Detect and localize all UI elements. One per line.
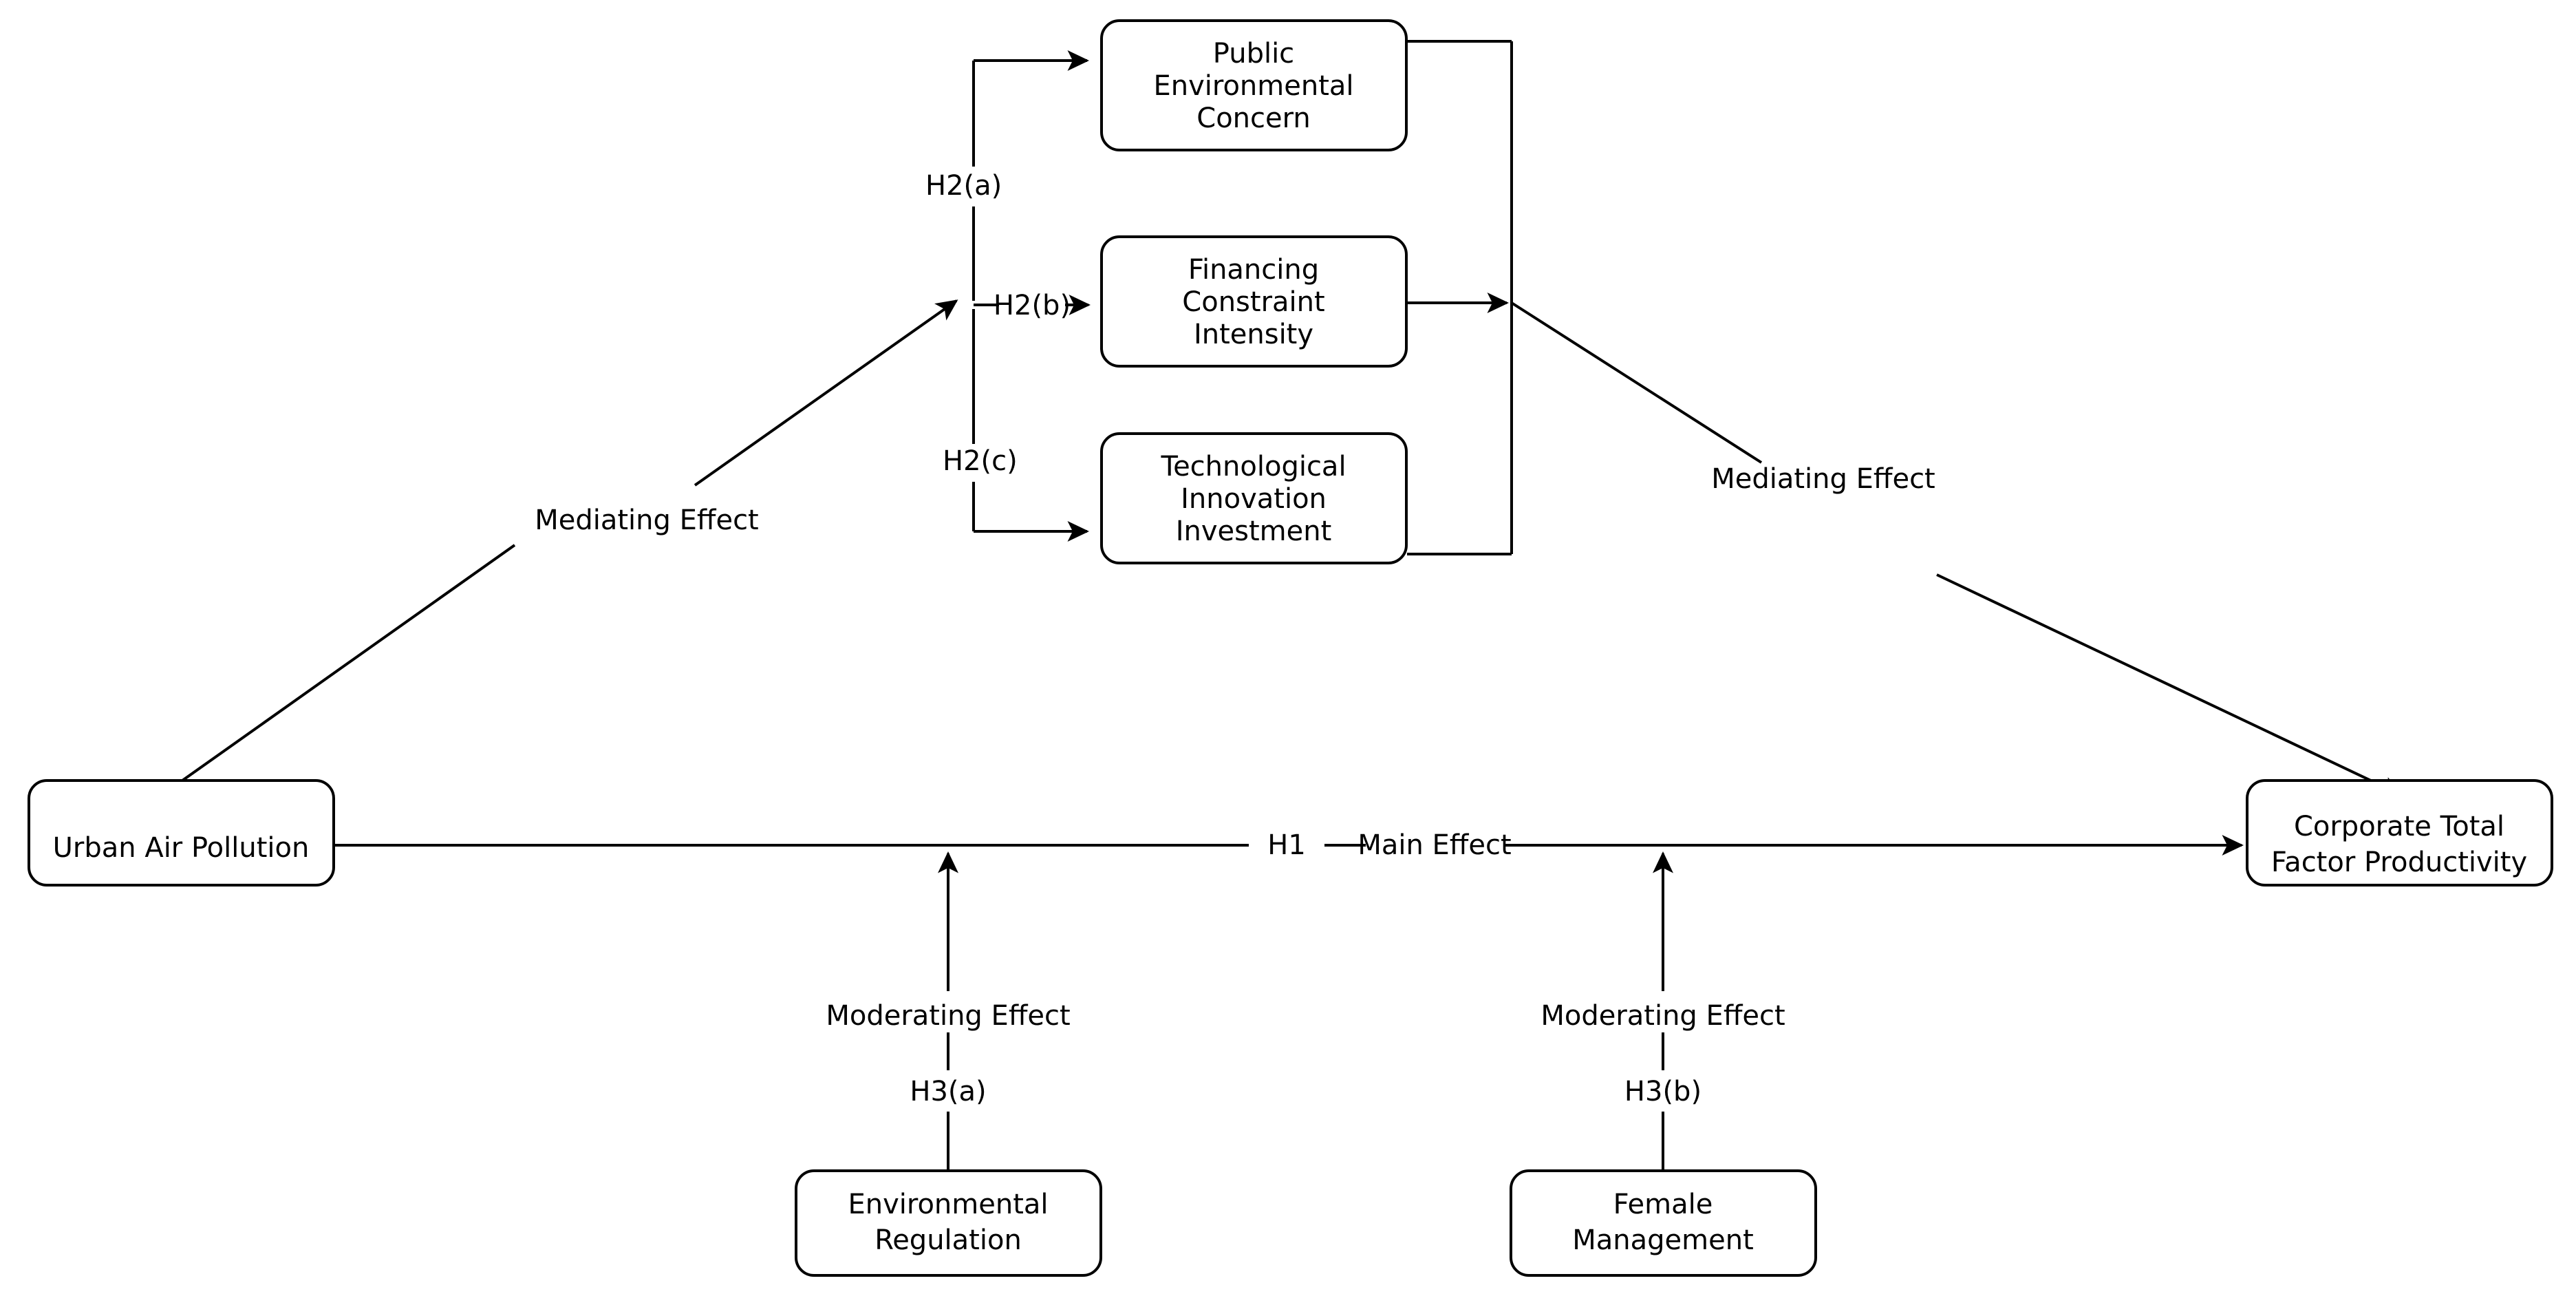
node-technological-innovation-investment[interactable]: Technological Innovation Investment (1100, 432, 1408, 564)
mediating-effect-right-label: Mediating Effect (1711, 463, 1935, 495)
node-corporate-tfp-label-line2: Factor Productivity (2271, 847, 2527, 878)
node-financing-constraint-intensity-label-line1: Financing (1188, 254, 1319, 286)
main-effect-label: Main Effect (1357, 829, 1511, 861)
mediating-effect-right-edge: Mediating Effect (1510, 301, 2403, 796)
hypothesis-label-h2c: H2(c) (943, 445, 1018, 477)
node-public-environmental-concern[interactable]: Public Environmental Concern (1100, 19, 1408, 151)
mediating-effect-left-edge: Mediating Effect (181, 299, 958, 782)
node-corporate-tfp-label-line1: Corporate Total (2294, 811, 2504, 842)
node-urban-air-pollution[interactable]: Urban Air Pollution (28, 779, 335, 887)
node-urban-air-pollution-box[interactable] (28, 779, 335, 887)
node-environmental-regulation[interactable]: Environmental Regulation (795, 1169, 1102, 1277)
main-effect-edge: H1 Main Effect (334, 829, 2244, 861)
mediating-left-line-upper (694, 299, 958, 487)
node-public-environmental-concern-label-line2: Environmental (1153, 70, 1353, 102)
mediator-input-bus: H2(a) H2(b) H2(c) (925, 50, 1091, 542)
node-financing-constraint-intensity[interactable]: Financing Constraint Intensity (1100, 235, 1408, 368)
node-financing-constraint-intensity-label-line3: Intensity (1194, 319, 1313, 350)
main-hypothesis-label: H1 (1267, 829, 1306, 861)
node-technological-innovation-investment-label-line3: Investment (1176, 516, 1332, 547)
node-public-environmental-concern-box[interactable] (1100, 19, 1408, 151)
hypothesis-label-h2b: H2(b) (994, 290, 1071, 321)
node-environmental-regulation-label-line2: Regulation (874, 1224, 1022, 1256)
node-environmental-regulation-label-line1: Environmental (848, 1189, 1048, 1220)
node-technological-innovation-investment-label-line2: Innovation (1181, 483, 1327, 515)
node-corporate-tfp[interactable]: Corporate Total Factor Productivity (2246, 779, 2553, 887)
node-urban-air-pollution-label: Urban Air Pollution (53, 832, 310, 864)
node-financing-constraint-intensity-label-line2: Constraint (1182, 286, 1324, 318)
moderator-edge-environmental-regulation: H3(a) Moderating Effect (826, 851, 1071, 1171)
moderating-effect-label-2: Moderating Effect (1541, 1000, 1785, 1032)
mediator-output-bus (1407, 40, 1513, 555)
mediating-left-line-lower (181, 544, 516, 782)
node-public-environmental-concern-label-line1: Public (1213, 38, 1294, 70)
hypothesis-label-h3b: H3(b) (1624, 1076, 1702, 1107)
node-female-management[interactable]: Female Management (1510, 1169, 1817, 1277)
node-female-management-label-line1: Female (1613, 1189, 1713, 1220)
node-financing-constraint-intensity-box[interactable] (1100, 235, 1408, 368)
node-public-environmental-concern-label-line3: Concern (1196, 103, 1310, 134)
mediating-right-line-lower (1936, 573, 2403, 796)
node-environmental-regulation-box[interactable] (795, 1169, 1102, 1277)
mediating-right-line-upper (1510, 301, 1763, 464)
node-technological-innovation-investment-label-line1: Technological (1160, 451, 1346, 482)
moderator-edge-female-management: H3(b) Moderating Effect (1541, 851, 1785, 1171)
node-female-management-box[interactable] (1510, 1169, 1817, 1277)
mediating-effect-left-label: Mediating Effect (535, 505, 759, 536)
node-technological-innovation-investment-box[interactable] (1100, 432, 1408, 564)
moderating-effect-label-1: Moderating Effect (826, 1000, 1070, 1032)
node-corporate-tfp-box[interactable] (2246, 779, 2553, 887)
hypothesis-label-h2a: H2(a) (925, 170, 1002, 202)
hypothesis-label-h3a: H3(a) (910, 1076, 986, 1107)
node-female-management-label-line2: Management (1572, 1224, 1754, 1256)
